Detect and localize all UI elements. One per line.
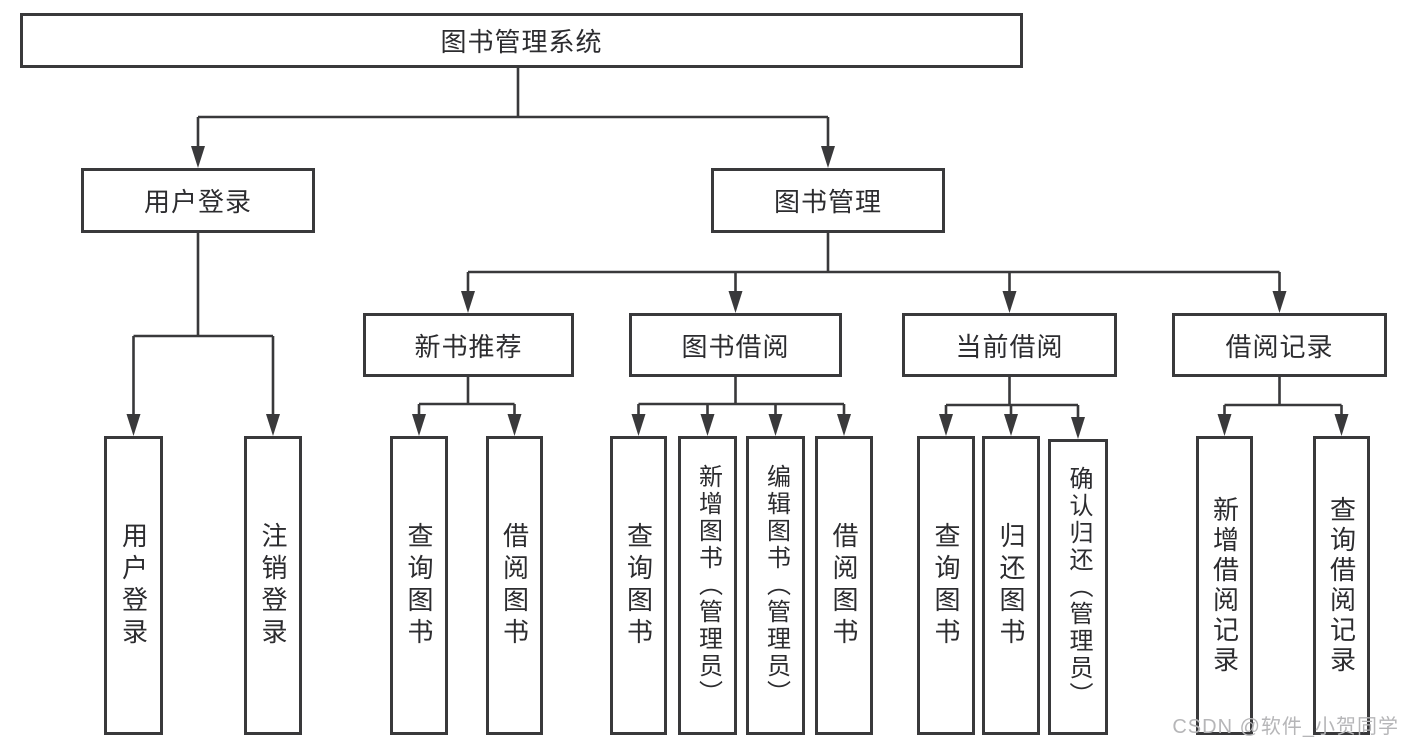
leaf-confirm-return-admin: 确认归还（管理员） xyxy=(1048,439,1108,735)
node-label: 查询图书 xyxy=(931,521,961,650)
leaf-query-books: 查询图书 xyxy=(917,436,975,735)
node-label: 新增借阅记录 xyxy=(1209,495,1240,676)
leaf-return-books: 归还图书 xyxy=(982,436,1040,735)
leaf-query-books: 查询图书 xyxy=(390,436,448,735)
node-label: 新增图书（管理员） xyxy=(694,464,722,707)
node-label: 归还图书 xyxy=(996,521,1026,650)
node-label: 查询借阅记录 xyxy=(1326,495,1357,676)
leaf-logout: 注销登录 xyxy=(244,436,302,735)
leaf-user-login: 用户登录 xyxy=(104,436,163,735)
node-label: 借阅图书 xyxy=(499,521,530,650)
node-label: 用户登录 xyxy=(143,187,252,217)
node-label: 确认归还（管理员） xyxy=(1065,465,1092,709)
node-label: 借阅记录 xyxy=(1225,331,1334,362)
node-current-borrowing: 当前借阅 xyxy=(902,313,1117,377)
node-library-management-system: 图书管理系统 xyxy=(20,13,1023,68)
leaf-query-books: 查询图书 xyxy=(610,436,667,735)
node-book-management: 图书管理 xyxy=(711,168,945,233)
csdn-watermark: CSDN @软件_小贺同学 xyxy=(1172,716,1399,738)
node-label: 查询图书 xyxy=(404,521,434,650)
node-user-login: 用户登录 xyxy=(81,168,315,233)
node-label: 图书借阅 xyxy=(681,331,790,362)
node-label: 新书推荐 xyxy=(414,331,523,362)
leaf-add-books-admin: 新增图书（管理员） xyxy=(678,436,737,735)
node-new-book-recommendation: 新书推荐 xyxy=(363,313,574,377)
leaf-query-borrow-record: 查询借阅记录 xyxy=(1313,436,1370,735)
node-label: 当前借阅 xyxy=(955,331,1064,362)
leaf-borrow-books: 借阅图书 xyxy=(815,436,873,735)
node-label: 查询图书 xyxy=(623,521,654,650)
leaf-borrow-books: 借阅图书 xyxy=(486,436,543,735)
node-label: 借阅图书 xyxy=(829,521,859,650)
node-label: 编辑图书（管理员） xyxy=(762,464,790,707)
node-borrowing-records: 借阅记录 xyxy=(1172,313,1387,377)
node-label: 用户登录 xyxy=(118,521,149,650)
node-label: 图书管理系统 xyxy=(440,27,603,57)
leaf-add-borrow-record: 新增借阅记录 xyxy=(1196,436,1253,735)
node-label: 注销登录 xyxy=(258,521,288,650)
leaf-edit-books-admin: 编辑图书（管理员） xyxy=(746,436,805,735)
node-label: 图书管理 xyxy=(773,187,882,217)
node-book-borrowing: 图书借阅 xyxy=(629,313,842,377)
